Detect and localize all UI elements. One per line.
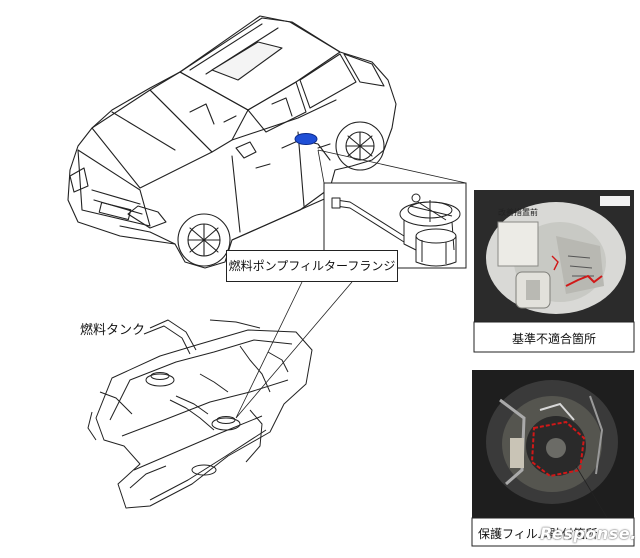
crack-marking [565, 274, 603, 287]
protective-film-area-marking [530, 420, 586, 478]
pump-callout-leader [317, 149, 467, 184]
crack-marking-secondary [551, 255, 559, 271]
fuel-pump-module-drawing [331, 193, 461, 267]
tank-callout-leader [235, 281, 353, 419]
photo1-caption-frame [473, 321, 635, 353]
response-watermark: Response. [540, 524, 637, 543]
photo-before-repair [474, 190, 634, 322]
photo1-note: 改善措置前 [498, 208, 538, 217]
photo-protective-film [472, 370, 634, 518]
fuel-tank-drawing [87, 319, 313, 509]
flange-highlight-marker [294, 133, 318, 145]
pump-flange-label: 燃料ポンプフィルターフランジ [226, 250, 398, 282]
photo2-caption-frame [471, 517, 635, 547]
photo2-leader [575, 465, 613, 527]
photo2-caption: 保護フィルム貼付箇所 [478, 527, 598, 541]
photo1-caption: 基準不適合箇所 [511, 332, 596, 346]
fuel-tank-label: 燃料タンク [80, 323, 146, 338]
